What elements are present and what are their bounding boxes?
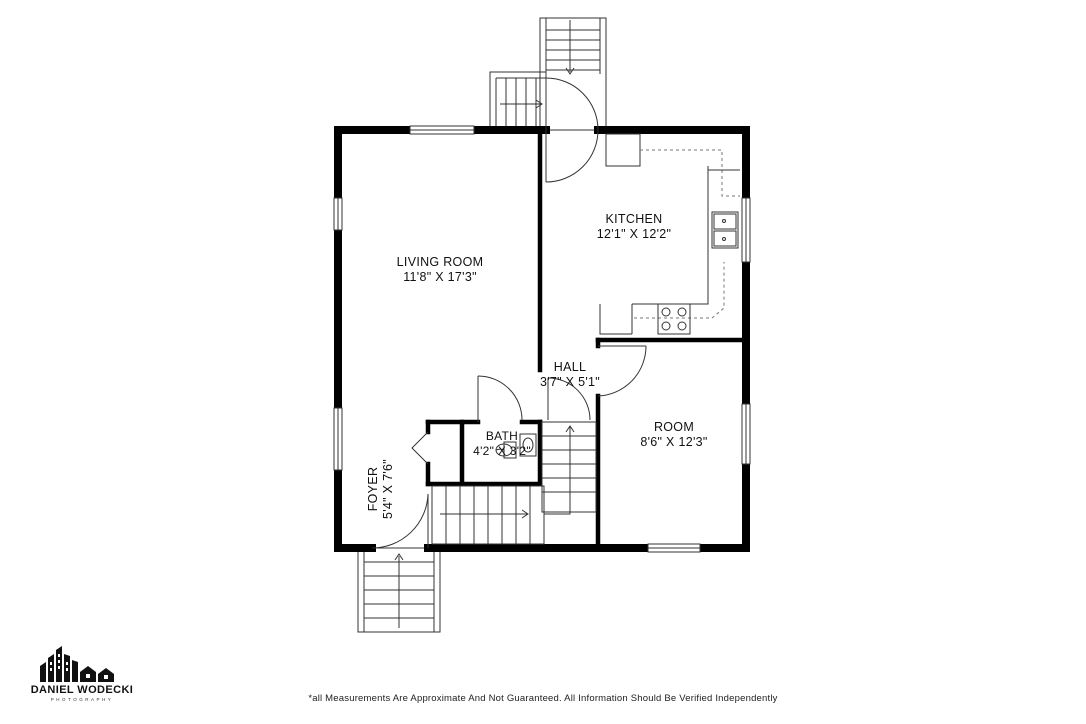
hall-label: HALL 3'7" X 5'1" (520, 360, 620, 390)
exterior-walls (334, 126, 750, 552)
kitchen-dims: 12'1" X 12'2" (596, 227, 672, 241)
logo-subtitle: PHOTOGRAPHY (50, 697, 114, 702)
foyer-name: FOYER (366, 466, 380, 512)
daniel-wodecki-logo (40, 646, 114, 682)
room-dims: 8'6" X 12'3" (640, 435, 708, 449)
living-room-name: LIVING ROOM (396, 255, 484, 269)
bath-name: BATH (485, 429, 519, 443)
kitchen-name: KITCHEN (605, 212, 663, 226)
bath-fixtures (495, 433, 537, 459)
foyer-dims: 5'4" X 7'6" (381, 458, 395, 520)
disclaimer: *all Measurements Are Approximate And No… (308, 693, 778, 704)
bath-dims: 4'2" X 3'2" (473, 444, 531, 458)
hall-dims: 3'7" X 5'1" (539, 375, 601, 389)
windows (333, 125, 751, 553)
living-room-label: LIVING ROOM 11'8" X 17'3" (370, 255, 510, 285)
exterior-stairs-top (489, 17, 607, 131)
room-name: ROOM (653, 420, 695, 434)
stove-icon (657, 303, 691, 335)
room-label: ROOM 8'6" X 12'3" (614, 420, 734, 450)
interior-walls (425, 131, 749, 551)
sink-icon (519, 433, 537, 457)
living-room-dims: 11'8" X 17'3" (403, 270, 477, 284)
exterior-stairs-bottom (357, 547, 441, 633)
logo-name: DANIEL WODECKI (30, 684, 134, 696)
kitchen-fixtures (599, 133, 740, 335)
foyer-label: FOYER 5'4" X 7'6" (366, 439, 396, 539)
doors (371, 77, 647, 549)
kitchen-label: KITCHEN 12'1" X 12'2" (574, 212, 694, 242)
hall-name: HALL (553, 360, 587, 374)
interior-stairs (431, 421, 597, 545)
bath-label: BATH 4'2" X 3'2" (456, 429, 548, 459)
